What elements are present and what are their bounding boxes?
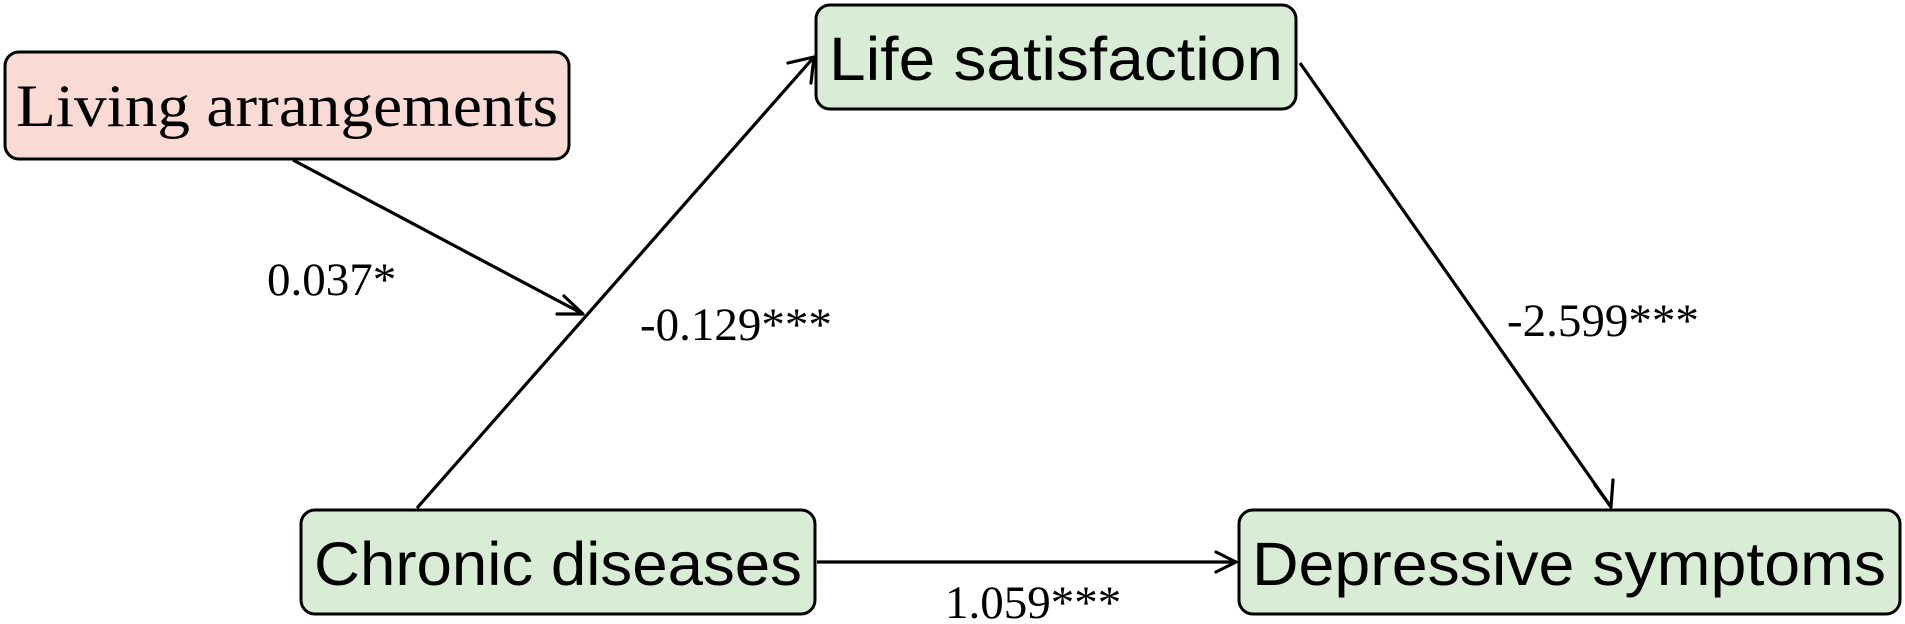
edge-life-to-depressive [1298, 62, 1615, 509]
node-label-life-satisfaction: Life satisfaction [829, 25, 1283, 93]
coef-moderation: 0.037* [267, 254, 396, 306]
arrowhead-icon [1214, 550, 1238, 574]
coef-chronic-to-life: -0.129*** [640, 299, 832, 351]
node-label-depressive-symptoms: Depressive symptoms [1252, 530, 1886, 598]
arrowhead-icon [786, 55, 816, 85]
coef-life-to-depressive: -2.599*** [1507, 295, 1699, 347]
arrowhead-icon [1593, 478, 1615, 509]
node-chronic-diseases: Chronic diseases [299, 508, 817, 616]
coef-chronic-to-depressive: 1.059*** [945, 577, 1121, 624]
edge-chronic-to-life [415, 55, 816, 510]
edge-moderation [292, 158, 585, 316]
arrowhead-icon [555, 294, 585, 316]
edge-chronic-to-depressive [817, 550, 1238, 574]
node-depressive-symptoms: Depressive symptoms [1237, 508, 1902, 616]
node-label-living-arrangements: Living arrangements [16, 73, 558, 139]
node-life-satisfaction: Life satisfaction [814, 3, 1298, 111]
node-label-chronic-diseases: Chronic diseases [314, 530, 802, 598]
node-living-arrangements: Living arrangements [3, 50, 571, 161]
